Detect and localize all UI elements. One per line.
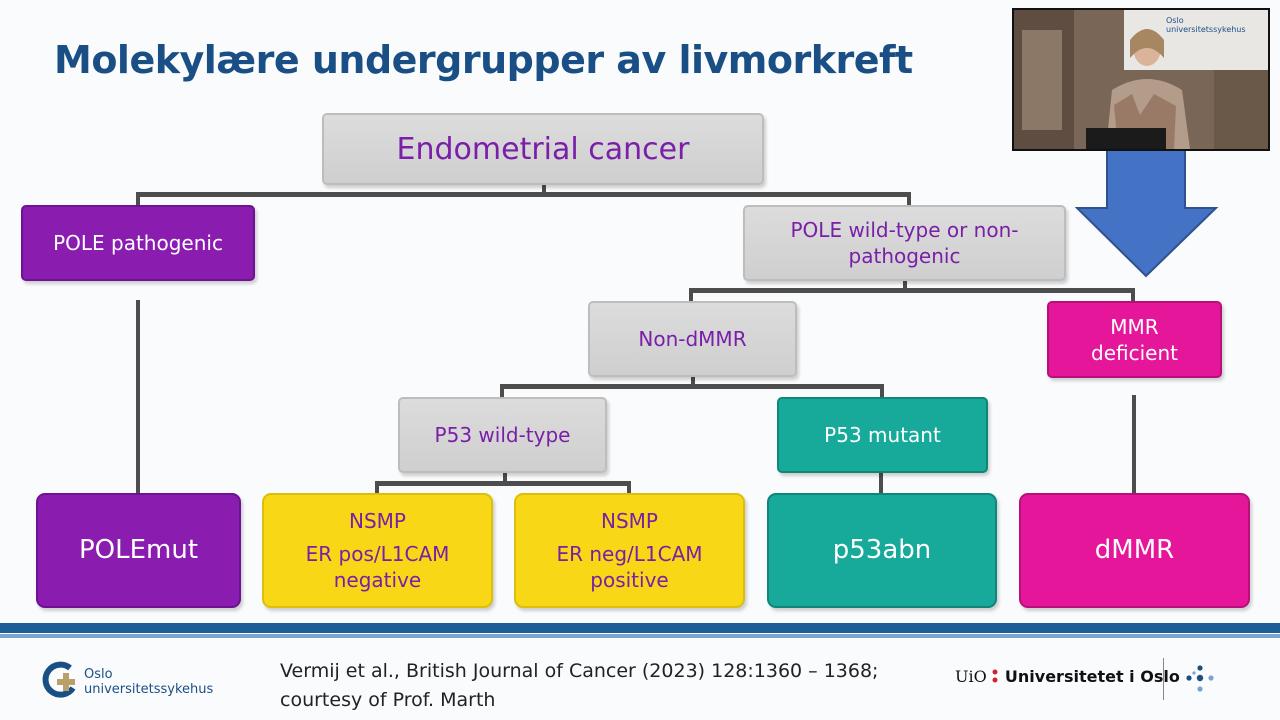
p53-wildtype-box: P53 wild-type <box>398 397 607 473</box>
nsmp-er-neg-line2: positive <box>590 568 669 592</box>
mmr-deficient-box: MMR deficient <box>1047 301 1222 378</box>
pole-wildtype-label-line1: POLE wild-type or non- <box>790 218 1019 242</box>
footer-bar <box>0 623 1280 633</box>
down-arrow-icon <box>1075 150 1219 278</box>
polemut-box: POLEmut <box>36 493 241 608</box>
uio-logo: UiO Universitetet i Oslo <box>955 667 1180 687</box>
mmr-deficient-label-line1: MMR <box>1110 314 1159 339</box>
endometrial-cancer-label: Endometrial cancer <box>396 131 690 167</box>
dots-logo-icon <box>1186 665 1214 692</box>
nsmp-er-pos-line1: ER pos/L1CAM <box>305 542 450 566</box>
uio-dots-icon <box>992 668 1000 687</box>
video-logo-line2: universitetssykehus <box>1166 25 1246 34</box>
p53-mutant-box: P53 mutant <box>777 397 988 473</box>
pole-wildtype-box: POLE wild-type or non- pathogenic <box>743 205 1066 281</box>
footer-separator <box>1163 658 1164 700</box>
p53abn-label: p53abn <box>832 534 932 565</box>
mmr-deficient-label-line2: deficient <box>1091 340 1178 365</box>
dmmr-label: dMMR <box>1094 534 1175 565</box>
slide-title: Molekylære undergrupper av livmorkreft <box>54 38 913 82</box>
p53-wildtype-label: P53 wild-type <box>434 423 571 447</box>
citation-line2: courtesy of Prof. Marth <box>280 689 496 711</box>
footer-bar-accent <box>0 634 1280 638</box>
dmmr-box: dMMR <box>1019 493 1250 608</box>
non-dmmr-label: Non-dMMR <box>638 327 747 351</box>
video-logo-text: Oslo universitetssykehus <box>1166 16 1246 34</box>
pole-wildtype-label-line2: pathogenic <box>848 244 961 268</box>
uio-mark: UiO <box>955 667 987 686</box>
citation-line1: Vermij et al., British Journal of Cancer… <box>280 660 879 682</box>
nsmp-er-pos-line2: negative <box>333 568 422 592</box>
uio-name: Universitetet i Oslo <box>1004 667 1180 686</box>
ous-line1: Oslo <box>84 667 113 682</box>
ous-logo-text: Oslo universitetssykehus <box>84 667 213 697</box>
ous-logo-icon <box>42 661 76 698</box>
nsmp-er-neg-box: NSMP ER neg/L1CAM positive <box>514 493 745 608</box>
ous-line2: universitetssykehus <box>84 682 214 697</box>
video-logo-line1: Oslo <box>1166 16 1184 25</box>
pole-pathogenic-box: POLE pathogenic <box>21 205 255 281</box>
nsmp-er-neg-title: NSMP <box>601 509 658 533</box>
nsmp-er-pos-box: NSMP ER pos/L1CAM negative <box>262 493 493 608</box>
endometrial-cancer-box: Endometrial cancer <box>322 113 764 185</box>
citation: Vermij et al., British Journal of Cancer… <box>280 657 878 715</box>
non-dmmr-box: Non-dMMR <box>588 301 797 377</box>
p53abn-box: p53abn <box>767 493 997 608</box>
nsmp-er-neg-line1: ER neg/L1CAM <box>556 542 703 566</box>
pole-pathogenic-label: POLE pathogenic <box>53 231 223 255</box>
p53-mutant-label: P53 mutant <box>824 423 941 447</box>
polemut-label: POLEmut <box>78 534 199 565</box>
presenter-video-frame <box>1014 10 1268 149</box>
presenter-video: Oslo universitetssykehus <box>1012 8 1270 151</box>
nsmp-er-pos-title: NSMP <box>349 509 406 533</box>
